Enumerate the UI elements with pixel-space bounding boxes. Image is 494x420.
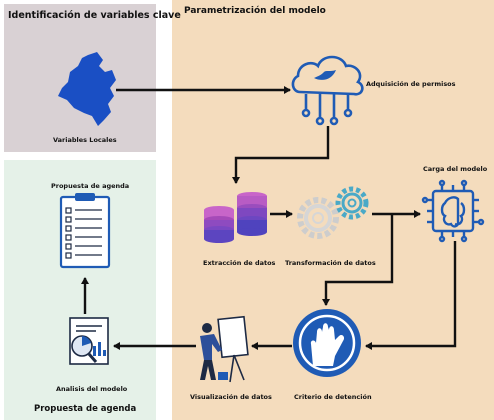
- panel-title-parametrizacion: Parametrización del modelo: [184, 6, 326, 16]
- label-visualizacion-datos: Visualización de datos: [190, 393, 272, 401]
- flow-arrows: [81, 86, 457, 350]
- arrow-transform-to-stop: [322, 214, 394, 306]
- brain-chip-icon: [421, 179, 485, 243]
- database-icon: [204, 192, 267, 243]
- label-variables-locales: Variables Locales: [53, 136, 117, 144]
- arrow-cloud-to-extraction: [232, 126, 330, 184]
- panel-title-propuesta-agenda: Propuesta de agenda: [34, 404, 137, 414]
- presenter-whiteboard-icon: [200, 315, 249, 383]
- analysis-report-icon: [69, 317, 109, 365]
- gears-icon: [297, 186, 369, 239]
- stop-hand-icon: [293, 309, 361, 377]
- panel-title-variables-clave: Identificación de variables clave: [8, 10, 181, 21]
- clipboard-checklist-icon: [59, 193, 111, 269]
- label-criterio-detencion: Criterio de detención: [294, 393, 372, 401]
- label-carga-modelo: Carga del modelo: [423, 165, 488, 173]
- label-extraccion-datos: Extracción de datos: [203, 259, 276, 267]
- arrow-chip-to-stop: [365, 241, 457, 350]
- label-transformacion-datos: Transformación de datos: [285, 259, 376, 267]
- cloud-twitter-icon: [291, 55, 364, 126]
- colombia-map-icon: [58, 52, 116, 126]
- label-propuesta-agenda-icon: Propuesta de agenda: [51, 182, 130, 190]
- label-adquisicion-permisos: Adquisición de permisos: [366, 80, 456, 88]
- label-analisis-modelo: Analisis del modelo: [56, 385, 128, 393]
